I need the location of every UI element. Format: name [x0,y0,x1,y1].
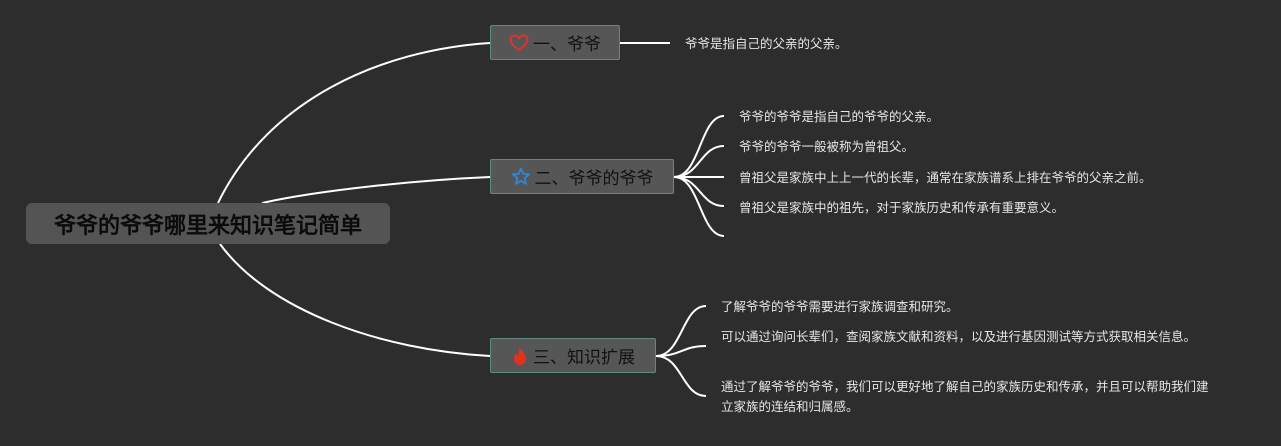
edge-branch-3-leaf-3 [655,355,707,397]
edge-branch-2-tail [673,176,725,237]
branch-node-3[interactable]: 三、知识扩展 [490,338,656,373]
heart-outline-icon [509,33,529,52]
star-outline-icon [511,167,531,186]
edge-branch-2-leaf-1 [673,115,725,178]
edge-branch-2-leaf-4 [673,176,725,207]
edge-branch-3-leaf-1 [655,305,707,357]
edge-root-branch-3 [219,243,491,357]
leaf-3-1: 了解爷爷的爷爷需要进行家族调查和研究。 [721,299,959,314]
leaf-3-3: 通过了解爷爷的爷爷，我们可以更好地了解自己的家族历史和传承，并且可以帮助我们建立… [721,379,1209,414]
leaf-3-2: 可以通过询问长辈们，查阅家族文献和资料，以及进行基因测试等方式获取相关信息。 [721,329,1197,344]
edge-branch-3-leaf-2 [655,345,707,357]
branch-node-2[interactable]: 二、爷爷的爷爷 [490,159,674,194]
root-node[interactable]: 爷爷的爷爷哪里来知识笔记简单 [26,203,390,244]
branch-label-1: 一、爷爷 [533,35,601,55]
edge-root-branch-1 [217,42,491,204]
leaf-2-2: 爷爷的爷爷一般被称为曾祖父。 [739,139,915,154]
fire-icon [511,346,529,366]
edge-root-branch-2 [261,176,491,204]
leaf-2-1: 爷爷的爷爷是指自己的爷爷的父亲。 [739,109,940,124]
branch-node-1[interactable]: 一、爷爷 [490,25,620,60]
branch-label-2: 二、爷爷的爷爷 [534,169,654,189]
leaf-2-4: 曾祖父是家族中的祖先，对于家族历史和传承有重要意义。 [739,200,1065,215]
root-title: 爷爷的爷爷哪里来知识笔记简单 [53,213,362,239]
branch-label-3: 三、知识扩展 [533,348,635,368]
leaf-2-3: 曾祖父是家族中上上一代的长辈，通常在家族谱系上排在爷爷的父亲之前。 [739,170,1152,185]
leaf-1-1: 爷爷是指自己的父亲的父亲。 [685,36,848,51]
